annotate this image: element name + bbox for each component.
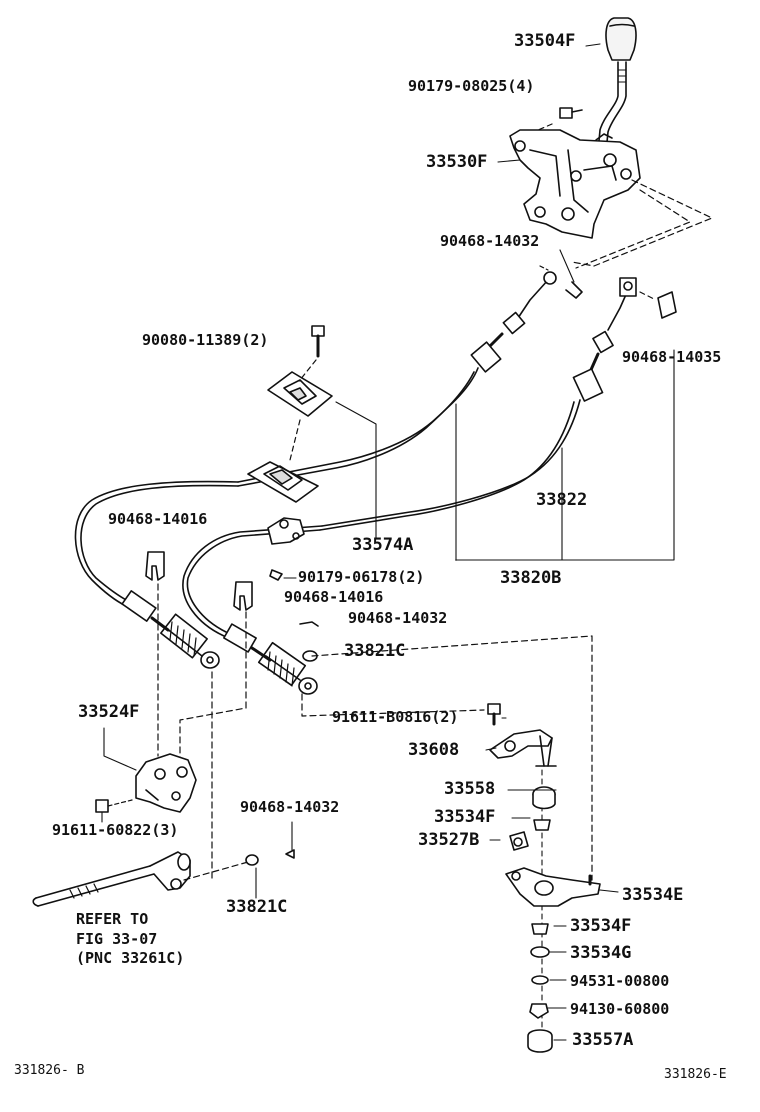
part-label-housing: 33530F: [426, 152, 488, 172]
part-label-clip: 90468-14032: [240, 798, 340, 816]
part-label-collar: 33534F: [570, 916, 632, 936]
shift-cable: [319, 277, 637, 531]
part-label-shift-knob: 33504F: [514, 31, 576, 51]
part-label-bracket: 33524F: [78, 702, 140, 722]
part-label-lever-arm: 33608: [408, 740, 460, 760]
part-label-clip: 90468-14032: [348, 609, 448, 627]
cable-clip: [565, 281, 583, 299]
part-label-boot: 33557A: [572, 1030, 634, 1050]
part-label-clip: 90468-14016: [284, 588, 384, 606]
part-label-bolt: 90179-08025(4): [408, 77, 535, 95]
part-label-collar: 33534F: [434, 807, 496, 827]
part-label-bolt: 91611-60822(3): [52, 821, 179, 839]
control-shaft: [32, 851, 191, 907]
part-label-bolt: 90179-06178(2): [298, 568, 425, 586]
grommet-plate: [267, 371, 333, 417]
part-label-cable: 33822: [536, 490, 588, 510]
part-label-cable-assembly: 33820B: [500, 568, 562, 588]
part-label-washer: 33821C: [344, 641, 406, 661]
cable-bracket: [267, 517, 305, 545]
grommet: [247, 461, 319, 503]
shift-knob: [605, 17, 637, 61]
part-label-washer: 33534G: [570, 943, 632, 963]
shift-lever-housing: [509, 129, 641, 239]
bolt: [487, 703, 501, 726]
shift-lever-plate: [505, 867, 601, 907]
bolt: [311, 325, 325, 358]
diagram-code-left: 331826- B: [14, 1063, 85, 1078]
shift-lever: [597, 61, 627, 153]
reference-note-line: (PNC 33261C): [76, 949, 185, 967]
reference-note-line: FIG 33-07: [76, 930, 158, 948]
cable-bracket: [135, 753, 197, 813]
part-label-washer: 33821C: [226, 897, 288, 917]
reference-note-line: REFER TO: [76, 910, 149, 928]
part-label-clip: 90468-14035: [622, 348, 722, 366]
part-label-grommet: 33574A: [352, 535, 414, 555]
part-label-bolt: 91611-B0816(2): [332, 708, 459, 726]
selector-cable-lower: [74, 480, 239, 669]
part-label-nut: 94130-60800: [570, 1000, 670, 1018]
shift-lever-arm: [489, 729, 557, 767]
part-label-clip: 90468-14032: [440, 232, 540, 250]
part-label-lever-plate: 33534E: [622, 885, 684, 905]
part-label-clip: 90468-14016: [108, 510, 208, 528]
selector-cable: [237, 271, 557, 487]
part-label-nut: 33527B: [418, 830, 480, 850]
cable-clip: [233, 581, 253, 611]
shift-cable-lower: [182, 525, 323, 695]
bolt: [95, 799, 133, 813]
part-label-washer: 94531-00800: [570, 972, 670, 990]
diagram-code-right: 331826-E: [664, 1067, 727, 1082]
bolt: [559, 107, 583, 119]
cable-clip: [657, 291, 677, 319]
cable-clip: [145, 551, 165, 581]
part-label-bolt: 90080-11389(2): [142, 331, 269, 349]
part-label-bushing: 33558: [444, 779, 496, 799]
